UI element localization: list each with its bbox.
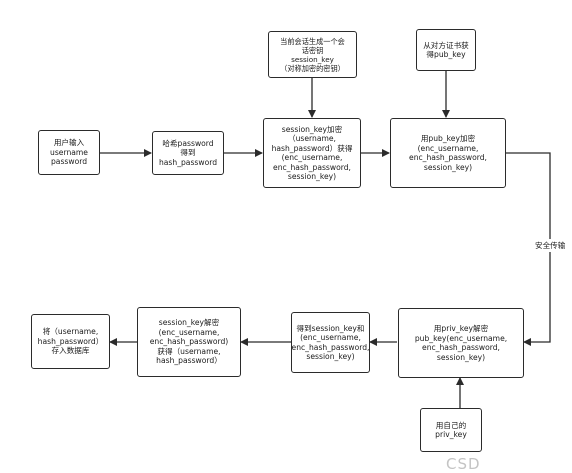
- node-session-key-decrypt: session_key解密 (enc_username, enc_hash_pa…: [137, 307, 241, 377]
- edge-label-secure-transfer: 安全传输: [533, 239, 568, 252]
- node-generate-session-key: 当前会话生成一个会 话密钥 session_key （对称加密的密钥）: [268, 31, 357, 78]
- watermark-text: CSD: [446, 455, 481, 473]
- node-pub-key-encrypt: 用pub_key加密 (enc_username, enc_hash_passw…: [390, 118, 506, 188]
- node-own-priv-key: 用自己的 priv_key: [420, 408, 482, 452]
- node-user-input: 用户输入 username password: [38, 130, 100, 175]
- node-get-session-key: 得到session_key和 (enc_username, enc_hash_p…: [291, 312, 370, 373]
- node-session-key-encrypt: session_key加密 （username, hash_password）获…: [263, 118, 361, 188]
- node-hash-password: 哈希password 得到 hash_password: [152, 131, 224, 175]
- node-store-database: 将（username, hash_password） 存入数据库: [31, 314, 110, 369]
- node-get-pub-key: 从对方证书获 得pub_key: [416, 29, 476, 71]
- node-priv-key-decrypt: 用priv_key解密 pub_key(enc_username, enc_ha…: [398, 308, 524, 378]
